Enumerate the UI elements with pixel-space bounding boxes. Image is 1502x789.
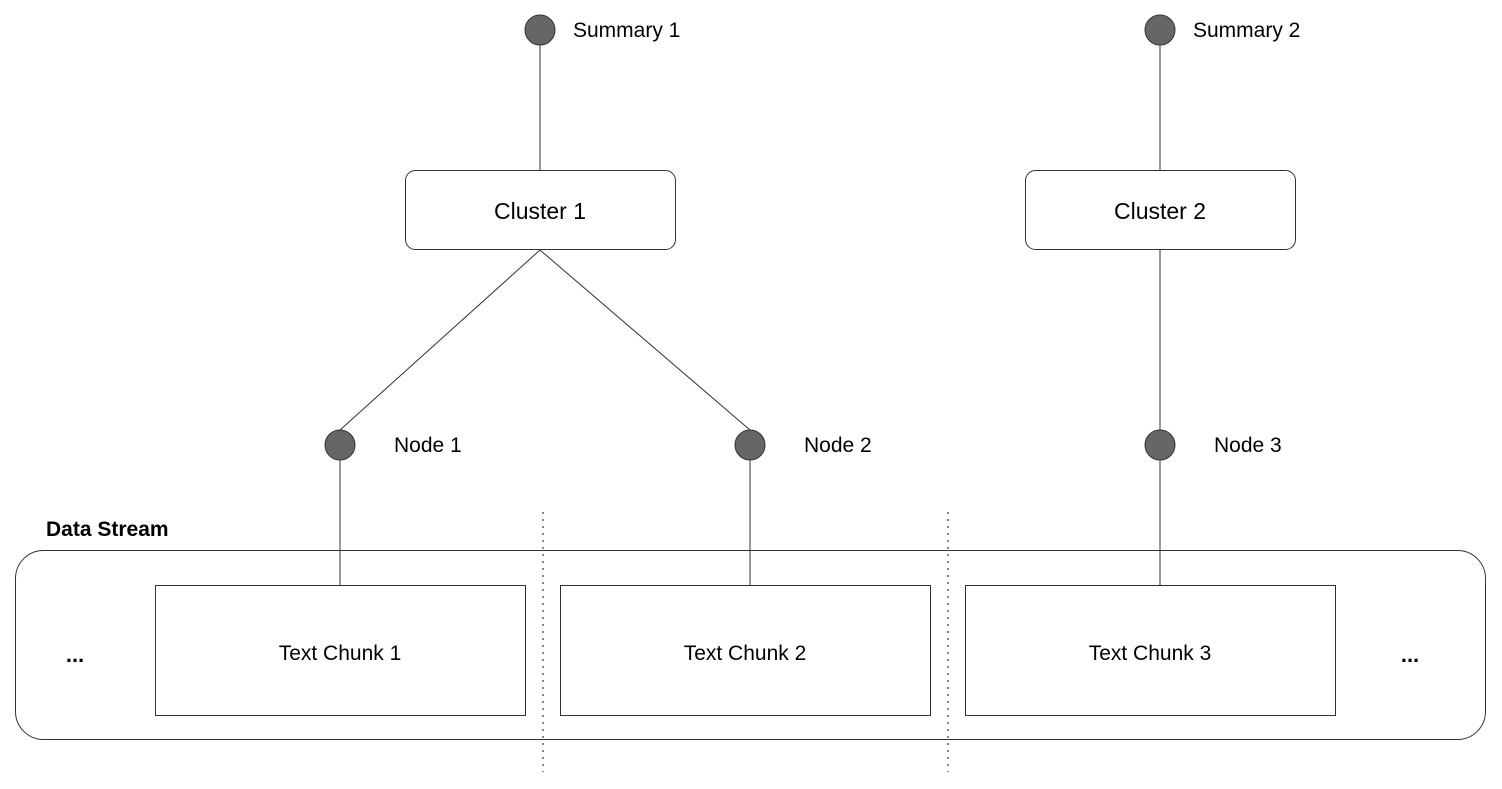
node-1-dot — [324, 429, 356, 461]
ellipsis-left: ... — [66, 642, 84, 667]
text-chunk-3-box — [965, 585, 1336, 716]
data-stream-title: Data Stream — [46, 518, 169, 541]
chunk-separators — [542, 512, 949, 772]
cluster-2: Cluster 2 — [1025, 170, 1296, 250]
text-chunk-2: Text Chunk 2 — [560, 585, 931, 716]
summary-1: Summary 1 — [524, 14, 680, 46]
cluster-1-label: Cluster 1 — [494, 198, 586, 224]
connectors — [339, 45, 1161, 585]
ellipsis-right: ... — [1401, 642, 1419, 667]
text-chunk-2-label: Text Chunk 2 — [684, 642, 807, 665]
summary-2: Summary 2 — [1144, 14, 1300, 46]
node-2-label: Node 2 — [804, 434, 872, 457]
text-chunk-1: Text Chunk 1 — [155, 585, 526, 716]
text-chunk-1-label: Text Chunk 1 — [279, 642, 402, 665]
text-chunk-2-box — [560, 585, 931, 716]
text-chunk-3-label: Text Chunk 3 — [1089, 642, 1212, 665]
text-chunk-1-box — [155, 585, 526, 716]
cluster-2-box — [1025, 170, 1296, 250]
summary-2-label: Summary 2 — [1193, 19, 1300, 42]
summary-2-dot — [1144, 14, 1176, 46]
data-stream-container — [15, 550, 1486, 740]
edge-cluster1-node1 — [339, 249, 541, 431]
node-1: Node 1 — [324, 429, 462, 461]
text-chunk-3: Text Chunk 3 — [965, 585, 1336, 716]
cluster-2-label: Cluster 2 — [1114, 198, 1206, 224]
node-3-label: Node 3 — [1214, 434, 1282, 457]
node-2: Node 2 — [734, 429, 872, 461]
node-1-label: Node 1 — [394, 434, 462, 457]
node-3-dot — [1144, 429, 1176, 461]
cluster-1-box — [405, 170, 676, 250]
node-3: Node 3 — [1144, 429, 1282, 461]
node-2-dot — [734, 429, 766, 461]
edge-cluster1-node2 — [539, 249, 751, 431]
cluster-1: Cluster 1 — [405, 170, 676, 250]
summary-1-label: Summary 1 — [573, 19, 680, 42]
summary-1-dot — [524, 14, 556, 46]
